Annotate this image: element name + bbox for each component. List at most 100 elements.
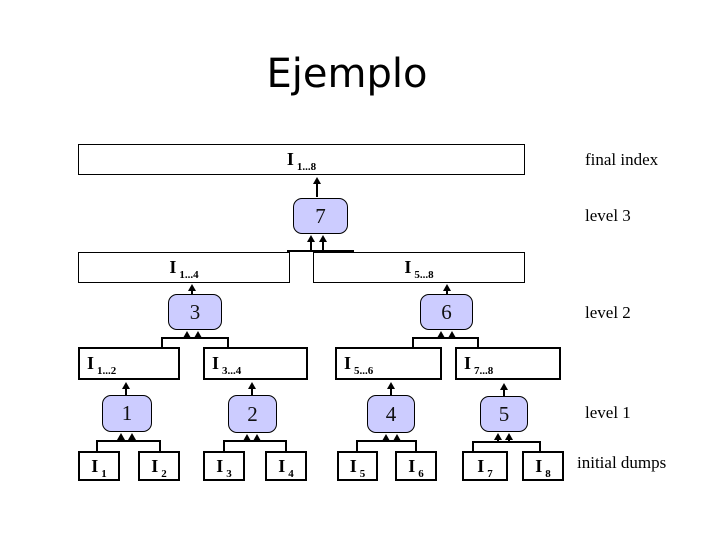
connector-bar xyxy=(287,250,354,252)
index-subscript: 7 xyxy=(487,467,493,480)
up-arrow-icon xyxy=(494,433,502,440)
up-arrow-icon xyxy=(194,331,202,338)
up-arrow-stem xyxy=(390,388,392,395)
index-symbol: I xyxy=(286,149,294,169)
index-symbol: I xyxy=(464,353,472,373)
connector-drop xyxy=(356,440,358,451)
up-arrow-icon xyxy=(253,434,261,441)
connector-drop xyxy=(227,337,229,347)
connector-drop xyxy=(287,250,289,253)
index-subscript: 1 xyxy=(101,467,107,480)
up-arrow-stem xyxy=(251,388,253,395)
index-subscript: 7...8 xyxy=(474,365,494,377)
connector-stem xyxy=(310,241,312,252)
index-subscript: 8 xyxy=(545,467,551,480)
merge-box-1: 1 xyxy=(102,395,152,432)
index-symbol: I xyxy=(151,455,159,476)
index-subscript: 3 xyxy=(226,467,232,480)
up-arrow-icon xyxy=(382,434,390,441)
connector-drop xyxy=(96,440,98,451)
index-subscript: 1...4 xyxy=(179,269,199,281)
connector-bar xyxy=(161,337,229,339)
connector-drop xyxy=(412,337,414,347)
index-subscript: 1...2 xyxy=(97,365,117,377)
connector-drop xyxy=(159,440,161,451)
up-arrow-icon xyxy=(188,284,196,291)
connector-bar xyxy=(96,440,161,442)
index-subscript: 2 xyxy=(161,467,167,480)
up-arrow-icon xyxy=(313,177,321,184)
up-arrow-icon xyxy=(122,382,130,389)
up-arrow-icon xyxy=(248,382,256,389)
index-symbol: I xyxy=(408,455,416,476)
up-arrow-stem xyxy=(191,290,193,294)
connector-stem xyxy=(322,241,324,252)
connector-bar xyxy=(223,440,287,442)
merge-box-4: 4 xyxy=(367,395,415,433)
up-arrow-icon xyxy=(387,382,395,389)
connector-bar xyxy=(472,441,541,443)
index-subscript: 1...8 xyxy=(296,161,317,173)
slide-title: Ejemplo xyxy=(266,51,428,97)
annotation-level-3: level 3 xyxy=(585,206,631,225)
merge-box-label: 7 xyxy=(315,203,326,228)
index-subscript: 5...6 xyxy=(354,365,374,377)
index-symbol: I xyxy=(535,455,543,476)
up-arrow-stem xyxy=(446,290,448,294)
index-subscript: 5...8 xyxy=(414,269,434,281)
connector-drop xyxy=(161,337,163,347)
index-symbol: I xyxy=(404,257,412,277)
merge-box-label: 3 xyxy=(189,299,201,324)
up-arrow-icon xyxy=(319,235,327,242)
index-symbol: I xyxy=(91,455,99,476)
up-arrow-icon xyxy=(183,331,191,338)
connector-drop xyxy=(285,440,287,451)
merge-box-label: 1 xyxy=(121,401,133,425)
annotation-final-index: final index xyxy=(585,150,659,169)
index-subscript: 5 xyxy=(359,467,366,480)
annotation-level-2: level 2 xyxy=(585,303,631,322)
annotation-level-1: level 1 xyxy=(585,403,631,422)
merge-box-label: 4 xyxy=(385,401,397,426)
up-arrow-icon xyxy=(243,434,251,441)
up-arrow-icon xyxy=(500,383,508,390)
up-arrow-icon xyxy=(443,284,451,291)
index-subscript: 3...4 xyxy=(222,365,242,377)
up-arrow-icon xyxy=(505,433,513,440)
connector-bar xyxy=(356,440,417,442)
index-symbol: I xyxy=(344,353,352,373)
up-arrow-icon xyxy=(393,434,401,441)
merge-box-label: 2 xyxy=(247,401,258,426)
merge-box-5: 5 xyxy=(480,396,528,432)
up-arrow-stem xyxy=(125,388,127,395)
merge-box-6: 6 xyxy=(420,294,473,330)
connector-drop xyxy=(415,440,417,451)
